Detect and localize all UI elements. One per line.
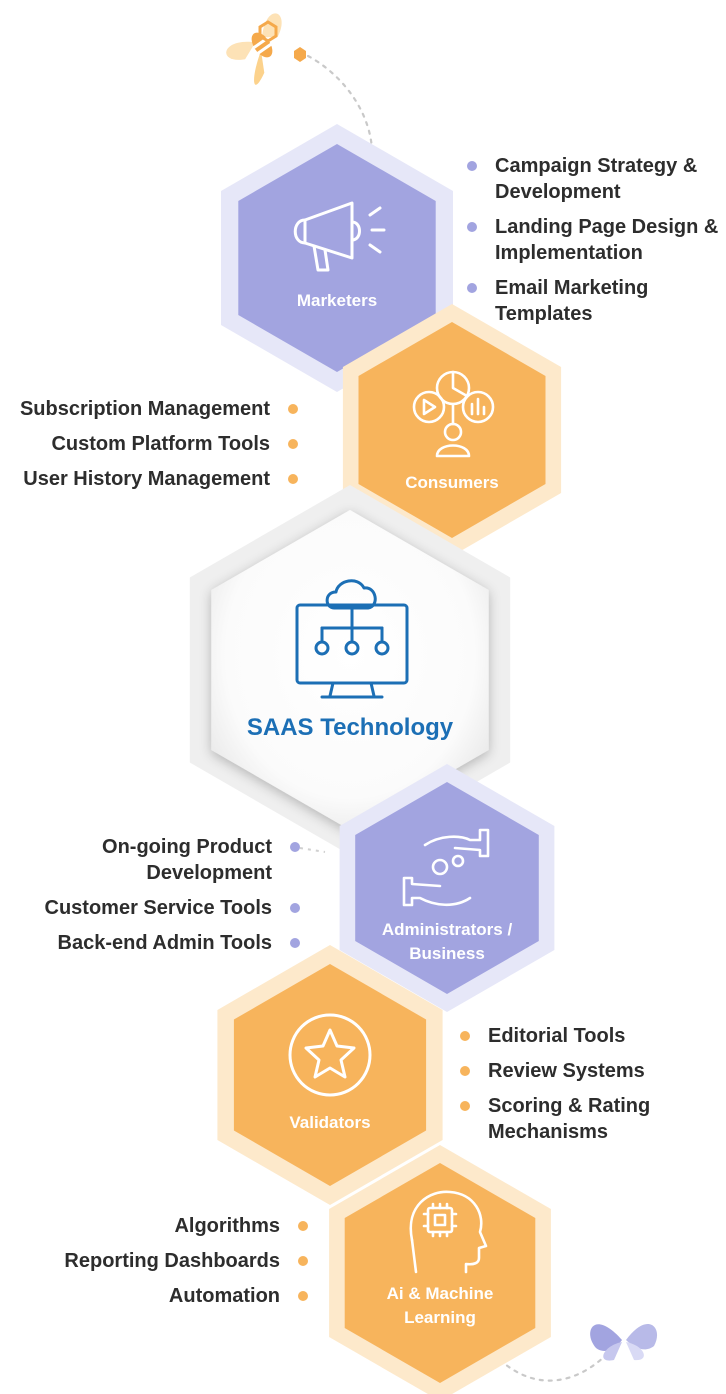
list-item: Algorithms <box>20 1213 310 1239</box>
list-item: Back-end Admin Tools <box>30 930 302 956</box>
list-item: Reporting Dashboards <box>20 1248 310 1274</box>
hands-gears-icon <box>402 828 490 907</box>
list-item-text: Back-end Admin Tools <box>57 932 272 954</box>
bullet-dot <box>460 1031 470 1041</box>
hex-administrators <box>355 782 539 994</box>
list-item: Scoring & Rating Mechanisms <box>458 1093 720 1145</box>
list-item-text: Email Marketing Templates <box>495 277 649 325</box>
administrators-feature-list: On-going Product Development Customer Se… <box>30 834 302 965</box>
list-item-text: Review Systems <box>488 1060 645 1082</box>
butterfly-flight-path <box>498 1353 608 1382</box>
hex-label-ai: Ai & Machine Learning <box>386 1284 494 1327</box>
list-item-text: Custom Platform Tools <box>51 433 270 455</box>
list-item: Review Systems <box>458 1058 720 1084</box>
validators-feature-list: Editorial Tools Review Systems Scoring &… <box>458 1023 720 1154</box>
hex-label-saas: SAAS Technology <box>246 714 454 741</box>
bullet-dot <box>290 903 300 913</box>
marketers-feature-list: Campaign Strategy & Development Landing … <box>465 153 726 336</box>
bullet-dot <box>460 1101 470 1111</box>
hex-label-consumers: Consumers <box>405 473 499 492</box>
list-item-text: Scoring & Rating Mechanisms <box>488 1095 651 1143</box>
megaphone-icon <box>293 201 386 272</box>
list-item: Custom Platform Tools <box>0 431 300 457</box>
list-item-text: Customer Service Tools <box>44 897 272 919</box>
cloud-monitor-icon <box>295 579 409 699</box>
hex-label-marketers: Marketers <box>296 291 378 310</box>
list-item: On-going Product Development <box>30 834 302 886</box>
list-item: Subscription Management <box>0 396 300 422</box>
consumers-feature-list: Subscription Management Custom Platform … <box>0 396 300 501</box>
list-item: Email Marketing Templates <box>465 275 726 327</box>
list-item: User History Management <box>0 466 300 492</box>
hex-validators <box>233 964 427 1186</box>
bullet-dot <box>298 1291 308 1301</box>
hex-consumers <box>358 322 546 538</box>
bullet-dot <box>288 404 298 414</box>
list-item: Customer Service Tools <box>30 895 302 921</box>
bullet-dot <box>467 161 477 171</box>
list-item: Landing Page Design & Implementation <box>465 214 726 266</box>
bullet-dot <box>290 842 300 852</box>
connector-path <box>299 847 326 853</box>
bullet-dot <box>298 1221 308 1231</box>
bullet-dot <box>467 222 477 232</box>
bullet-dot <box>288 439 298 449</box>
list-item-text: Reporting Dashboards <box>64 1250 280 1272</box>
list-item-text: Campaign Strategy & Development <box>495 155 698 203</box>
list-item-text: User History Management <box>23 468 270 490</box>
bullet-dot <box>288 474 298 484</box>
list-item-text: Subscription Management <box>19 398 270 420</box>
hex-ai <box>344 1163 536 1383</box>
list-item-text: Automation <box>168 1285 280 1307</box>
star-badge-icon <box>288 1013 372 1097</box>
bullet-dot <box>298 1256 308 1266</box>
list-item: Campaign Strategy & Development <box>465 153 726 205</box>
hex-label-validators: Validators <box>289 1113 371 1132</box>
list-item-text: Algorithms <box>174 1215 280 1237</box>
bee-hex-icon <box>294 47 306 62</box>
bee-icon <box>226 13 282 85</box>
bullet-dot <box>467 283 477 293</box>
hex-label-administrators: Administrators / Business <box>381 920 513 963</box>
hex-marketers <box>238 144 436 372</box>
bee-flight-path <box>298 50 374 152</box>
butterfly-icon <box>590 1323 658 1361</box>
ai-feature-list: Algorithms Reporting Dashboards Automati… <box>20 1213 310 1318</box>
consumer-analytics-icon <box>412 370 495 458</box>
list-item: Editorial Tools <box>458 1023 720 1049</box>
ai-chip-head-icon <box>409 1190 488 1274</box>
hex-saas <box>211 510 489 830</box>
bullet-dot <box>460 1066 470 1076</box>
list-item-text: Landing Page Design & Implementation <box>495 216 719 264</box>
list-item: Automation <box>20 1283 310 1309</box>
list-item-text: On-going Product Development <box>102 836 272 884</box>
list-item-text: Editorial Tools <box>488 1025 626 1047</box>
bullet-dot <box>290 938 300 948</box>
